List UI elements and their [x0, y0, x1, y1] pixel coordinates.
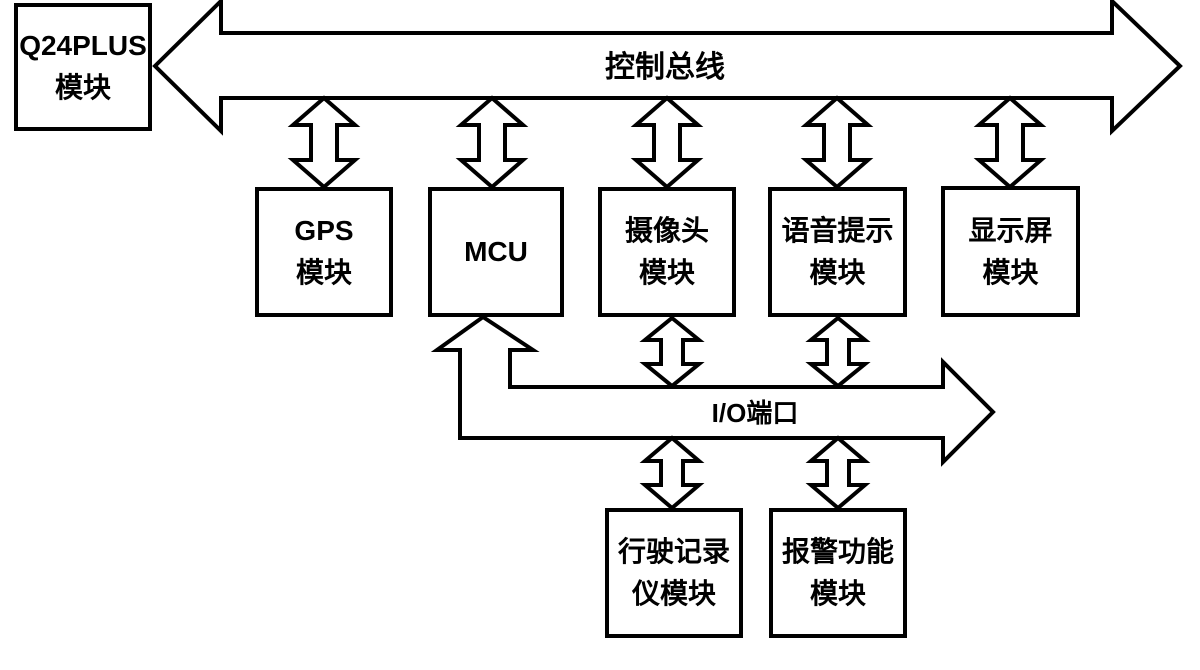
box-alarm-function-module: 报警功能 模块: [769, 508, 907, 638]
control-bus-double-arrow-icon: [152, 0, 1183, 136]
box-voice-label-line1: 语音提示: [781, 215, 894, 246]
box-recorder-label-line1: 行驶记录: [617, 536, 730, 567]
box-display-label-line2: 模块: [982, 256, 1039, 288]
bus-link-voice-double-arrow-icon: [800, 95, 874, 190]
box-q24plus-label-line2: 模块: [54, 72, 111, 103]
io-alarm-double-arrow-icon: [805, 435, 871, 511]
box-display-module: 显示屏 模块: [941, 186, 1080, 317]
box-alarm-label-line1: 报警功能: [781, 536, 894, 567]
bus-link-mcu-double-arrow-icon: [455, 95, 529, 190]
io-port-label: I/O端口: [712, 398, 799, 428]
box-q24plus-label-line1: Q24PLUS: [19, 30, 147, 61]
box-voice-label-line2: 模块: [809, 257, 866, 288]
voice-io-double-arrow-icon: [805, 315, 871, 389]
box-alarm-label-line2: 模块: [809, 578, 866, 609]
bus-link-gps-double-arrow-icon: [287, 95, 361, 190]
box-recorder-label-line2: 仪模块: [631, 578, 716, 609]
camera-io-double-arrow-icon: [639, 315, 705, 389]
io-port-arrow-icon: [430, 314, 996, 467]
box-camera-module: 摄像头 模块: [598, 187, 736, 317]
box-mcu: MCU: [428, 187, 564, 317]
box-driving-recorder-module: 行驶记录 仪模块: [605, 508, 743, 638]
box-voice-prompt-module: 语音提示 模块: [768, 187, 907, 317]
box-mcu-label-line1: MCU: [464, 236, 528, 267]
bus-link-display-double-arrow-icon: [973, 95, 1047, 190]
box-q24plus-module: Q24PLUS 模块: [14, 3, 152, 131]
box-camera-label-line1: 摄像头: [624, 215, 709, 246]
box-gps-label-line1: GPS: [294, 215, 354, 246]
box-gps-module: GPS 模块: [255, 187, 393, 317]
io-recorder-double-arrow-icon: [639, 435, 705, 511]
box-camera-label-line2: 模块: [638, 257, 695, 288]
bus-link-camera-double-arrow-icon: [630, 95, 704, 190]
box-gps-label-line2: 模块: [295, 257, 352, 288]
box-display-label-line1: 显示屏: [968, 214, 1053, 246]
control-bus-label: 控制总线: [605, 51, 725, 84]
